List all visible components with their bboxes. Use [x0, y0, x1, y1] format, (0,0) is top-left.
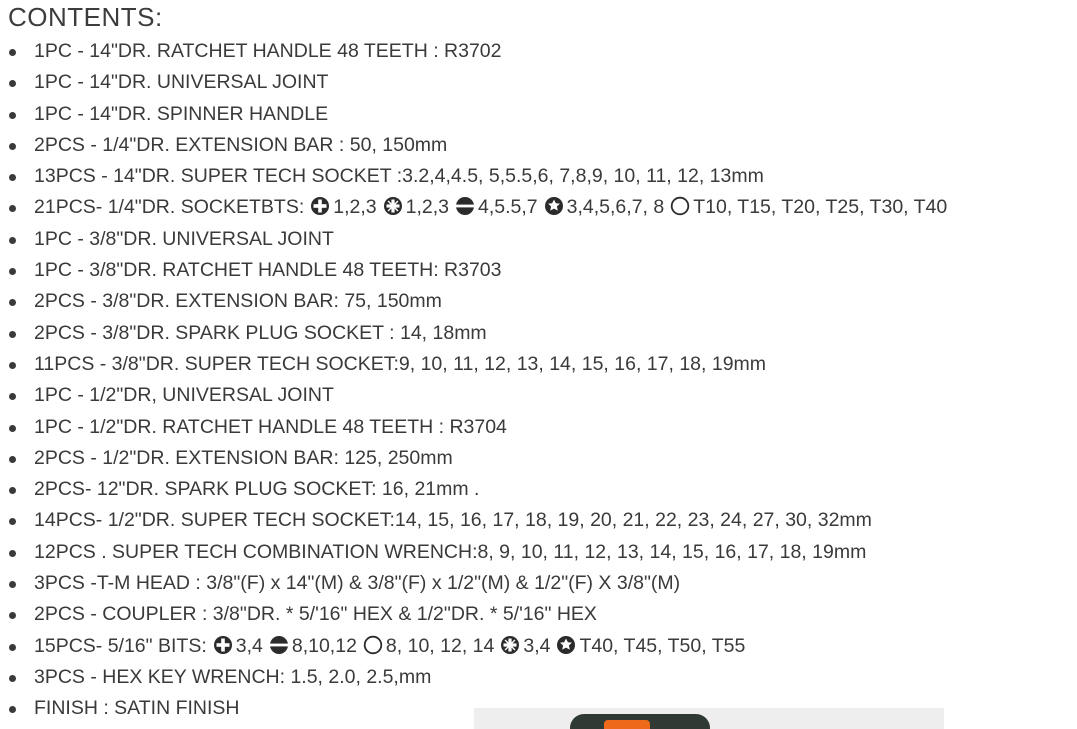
list-item-text: 2PCS - 1/4"DR. EXTENSION BAR : 50, 150mm [34, 133, 448, 156]
list-item-text: 2PCS - COUPLER : 3/8"DR. * 5/'16" HEX & … [34, 603, 597, 626]
list-item-text: 2PCS - 1/2"DR. EXTENSION BAR: 125, 250mm [34, 446, 453, 469]
tool-case-latch [604, 720, 650, 729]
list-item: 1PC - 14"DR. SPINNER HANDLE [0, 99, 947, 130]
list-item: 12PCS . SUPER TECH COMBINATION WRENCH:8,… [0, 537, 947, 568]
list-item-text: 11PCS - 3/8"DR. SUPER TECH SOCKET:9, 10,… [34, 352, 767, 375]
list-item: 1PC - 1/2"DR. RATCHET HANDLE 48 TEETH : … [0, 412, 947, 443]
bit-sizes-text: 3,4,5,6,7, 8 [566, 196, 665, 219]
list-item: 14PCS- 1/2"DR. SUPER TECH SOCKET:14, 15,… [0, 505, 947, 536]
list-item-text: 2PCS - 3/8"DR. EXTENSION BAR: 75, 150mm [34, 290, 442, 313]
pozidriv-bit-icon [500, 635, 520, 655]
list-item: 1PC - 1/2"DR, UNIVERSAL JOINT [0, 380, 947, 411]
list-item-text: 2PCS - 3/8"DR. SPARK PLUG SOCKET : 14, 1… [34, 321, 487, 344]
hex-bit-icon [544, 196, 564, 216]
torx-bit-icon [363, 635, 383, 655]
list-item-text: 13PCS - 14"DR. SUPER TECH SOCKET :3.2,4,… [34, 165, 764, 188]
list-item-text: 1PC - 14"DR. SPINNER HANDLE [34, 102, 329, 125]
slotted-bit-icon [455, 196, 475, 216]
list-item-text: 15PCS- 5/16" BITS: [34, 634, 207, 657]
list-item: 3PCS - HEX KEY WRENCH: 1.5, 2.0, 2.5,mm [0, 662, 947, 693]
list-item-text: 3PCS -T-M HEAD : 3/8"(F) x 14"(M) & 3/8"… [34, 572, 681, 595]
list-item: 1PC - 14"DR. RATCHET HANDLE 48 TEETH : R… [0, 36, 947, 67]
list-item-text: 1PC - 14"DR. RATCHET HANDLE 48 TEETH : R… [34, 40, 502, 62]
list-item-text: 1PC - 3/8"DR. RATCHET HANDLE 48 TEETH: R… [34, 259, 502, 282]
list-item-text: 1PC - 14"DR. UNIVERSAL JOINT [34, 71, 329, 94]
list-item: FINISH : SATIN FINISH [0, 693, 947, 724]
list-item: 15PCS- 5/16" BITS: 3,4 8,10,12 8, 10, 12, 1… [0, 631, 947, 662]
slotted-bit-icon [269, 635, 289, 655]
list-item: 1PC - 3/8"DR. UNIVERSAL JOINT [0, 224, 947, 255]
list-item-text: 12PCS . SUPER TECH COMBINATION WRENCH:8,… [34, 540, 867, 563]
bit-sizes-text: 8,10,12 [291, 634, 357, 657]
list-item-text: 1PC - 1/2"DR. RATCHET HANDLE 48 TEETH : … [34, 415, 507, 438]
bit-sizes-text: 4,5.5,7 [478, 196, 538, 219]
list-item-text: 1PC - 1/2"DR, UNIVERSAL JOINT [34, 384, 334, 407]
list-item-text: 3PCS - HEX KEY WRENCH: 1.5, 2.0, 2.5,mm [34, 665, 432, 688]
list-item: 2PCS- 12"DR. SPARK PLUG SOCKET: 16, 21mm… [0, 474, 947, 505]
list-item-text: 2PCS- 12"DR. SPARK PLUG SOCKET: 16, 21mm… [34, 478, 480, 501]
list-item: 2PCS - 1/4"DR. EXTENSION BAR : 50, 150mm [0, 130, 947, 161]
phillips-bit-icon [310, 196, 330, 216]
list-item: 2PCS - 1/2"DR. EXTENSION BAR: 125, 250mm [0, 443, 947, 474]
contents-heading: CONTENTS: [8, 2, 163, 32]
list-item: 21PCS- 1/4"DR. SOCKETBTS: 1,2,3 1,2,3 4,5.5… [0, 192, 947, 223]
torx-bit-icon [670, 196, 690, 216]
bit-sizes-text: 1,2,3 [333, 196, 377, 219]
list-item: 3PCS -T-M HEAD : 3/8"(F) x 14"(M) & 3/8"… [0, 568, 947, 599]
list-item-text: 21PCS- 1/4"DR. SOCKETBTS: [34, 196, 305, 219]
pozidriv-bit-icon [383, 196, 403, 216]
list-item: 11PCS - 3/8"DR. SUPER TECH SOCKET:9, 10,… [0, 349, 947, 380]
list-item: 2PCS - 3/8"DR. EXTENSION BAR: 75, 150mm [0, 286, 947, 317]
bit-sizes-text: T10, T15, T20, T25, T30, T40 [693, 196, 948, 219]
list-item-text: 1PC - 3/8"DR. UNIVERSAL JOINT [34, 227, 334, 250]
list-item: 1PC - 14"DR. UNIVERSAL JOINT [0, 67, 947, 98]
list-item: 13PCS - 14"DR. SUPER TECH SOCKET :3.2,4,… [0, 161, 947, 192]
list-item-text: FINISH : SATIN FINISH [34, 697, 240, 720]
list-item: 2PCS - COUPLER : 3/8"DR. * 5/'16" HEX & … [0, 599, 947, 630]
bit-sizes-text: T40, T45, T50, T55 [579, 634, 746, 657]
contents-list: 1PC - 14"DR. RATCHET HANDLE 48 TEETH : R… [0, 36, 947, 725]
list-item: 1PC - 3/8"DR. RATCHET HANDLE 48 TEETH: R… [0, 255, 947, 286]
list-item-text: 14PCS- 1/2"DR. SUPER TECH SOCKET:14, 15,… [34, 509, 872, 532]
hex-bit-icon [556, 635, 576, 655]
product-image-case [474, 708, 944, 729]
bit-sizes-text: 1,2,3 [405, 196, 449, 219]
phillips-bit-icon [213, 635, 233, 655]
bit-sizes-text: 3,4 [523, 634, 551, 657]
bit-sizes-text: 8, 10, 12, 14 [385, 634, 495, 657]
bit-sizes-text: 3,4 [235, 634, 263, 657]
list-item: 2PCS - 3/8"DR. SPARK PLUG SOCKET : 14, 1… [0, 318, 947, 349]
